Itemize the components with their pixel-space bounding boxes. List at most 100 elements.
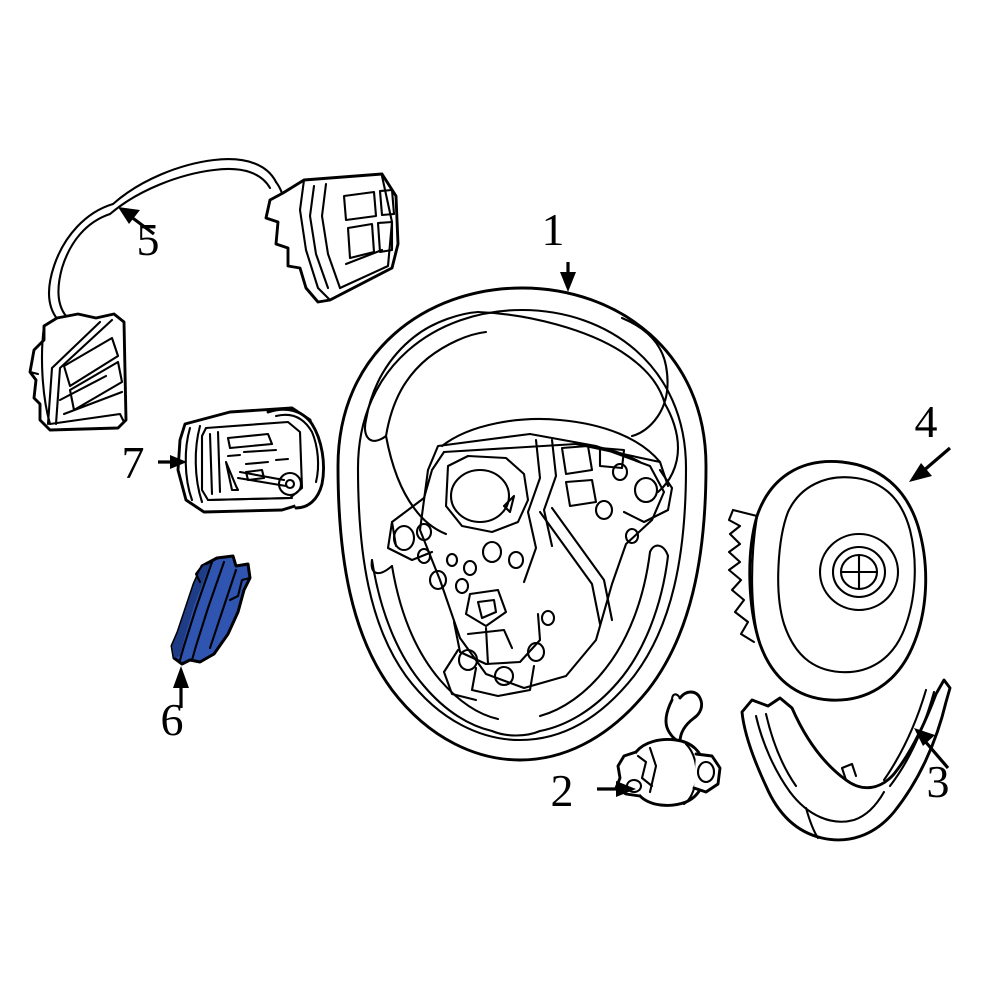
armature-lower-skirt-left xyxy=(442,648,478,702)
armature-cutout-1 xyxy=(560,444,594,476)
left-switch-button-1[interactable] xyxy=(62,336,120,388)
callout-label-1: 1 xyxy=(542,204,565,255)
part-switch-harness[interactable] xyxy=(28,158,400,432)
carrier-front-bezel-2 xyxy=(194,424,204,504)
callout-4-leader xyxy=(920,446,952,474)
slip-ring-face-detail-2 xyxy=(648,746,658,794)
slip-ring-body xyxy=(629,738,706,807)
carrier-trace-2 xyxy=(216,430,222,494)
armature-hole-mid-6 xyxy=(454,577,470,595)
armature-lower-skirt xyxy=(470,664,536,698)
right-switch-button-1[interactable] xyxy=(342,190,378,222)
harness-cable-left-descend-2 xyxy=(57,212,112,318)
paddle-ridge-2 xyxy=(190,560,226,662)
callout-3-leader xyxy=(922,738,950,770)
paddle-left-shadow xyxy=(172,564,210,658)
callout-5-leader xyxy=(129,214,155,236)
thumb-grip-lower-right-cap xyxy=(648,544,670,558)
left-switch-face-plane-2 xyxy=(54,318,114,426)
armature-lower-hole-1 xyxy=(457,648,479,672)
part-switch-carrier[interactable] xyxy=(176,406,325,514)
right-multifunction-switch[interactable] xyxy=(264,172,400,304)
armature-diagonal-web-2 xyxy=(550,506,614,622)
right-switch-rib-1 xyxy=(308,184,330,290)
airbag-mounting-clips xyxy=(727,508,759,644)
armature-outer-shell xyxy=(418,432,666,690)
slip-ring-face-detail xyxy=(636,754,654,788)
trim-cover-inner-line-right-2 xyxy=(882,688,928,782)
right-switch-body xyxy=(264,172,400,304)
harness-cable-upper xyxy=(111,158,278,206)
armature-right-hole-2 xyxy=(611,462,629,482)
trim-cover-crease xyxy=(804,806,820,840)
left-switch-seam-2 xyxy=(62,390,124,416)
rim-to-hub-sweep-left xyxy=(384,434,448,536)
part-lower-trim-cover[interactable] xyxy=(740,678,952,842)
callout-label-4: 4 xyxy=(915,396,938,447)
carrier-rear-shell-inner xyxy=(274,413,320,484)
carrier-contact-pad-2 xyxy=(224,460,240,492)
right-switch-seam xyxy=(344,248,384,266)
armature-hole-mid-1 xyxy=(481,540,503,564)
carrier-contact-pad-3 xyxy=(244,468,266,482)
armature-center-boss xyxy=(449,468,511,524)
armature-lower-hole-2 xyxy=(526,641,546,663)
part-shift-paddle-switch-highlighted[interactable] xyxy=(170,554,252,666)
trim-cover-inner-line-left xyxy=(754,714,792,794)
airbag-cover-inner-seam xyxy=(777,476,916,674)
part-slip-ring-connector[interactable] xyxy=(614,690,722,807)
armature-top-bridge xyxy=(440,417,562,448)
carrier-contact-pad-1 xyxy=(226,432,274,450)
armature-lower-rib-2 xyxy=(484,626,490,666)
callout-3-arrowhead xyxy=(914,728,935,746)
callout-1 xyxy=(560,262,576,292)
thumb-grip-upper-right xyxy=(620,316,669,438)
right-switch-button-2[interactable] xyxy=(378,188,396,217)
callout-5 xyxy=(118,207,155,236)
armature-center-web-2 xyxy=(542,438,558,548)
left-switch-bottom-edge xyxy=(48,412,126,426)
armature-lower-spoke xyxy=(452,612,542,666)
right-switch-face-edge xyxy=(338,174,394,290)
left-switch-clip xyxy=(28,370,40,376)
trim-cover-notch-mid xyxy=(840,762,858,782)
armature-lower-hole-4 xyxy=(493,665,515,687)
callout-label-5: 5 xyxy=(137,214,160,265)
thumb-grip-lower-left xyxy=(370,558,494,733)
paddle-bottom-foot xyxy=(180,658,202,666)
carrier-trace-5 xyxy=(244,460,270,466)
carrier-bottom-rail xyxy=(206,496,294,502)
right-switch-button-4[interactable] xyxy=(376,220,394,254)
carrier-trace-6 xyxy=(274,457,290,462)
armature-top-bridge-right xyxy=(558,418,662,464)
callout-label-3: 3 xyxy=(927,756,950,807)
armature-upper-bar-left xyxy=(422,450,446,500)
callout-7-arrowhead xyxy=(170,455,187,469)
thumb-grip-lower-left-inner xyxy=(390,564,500,721)
thumb-grip-upper-left xyxy=(364,310,480,422)
thumb-grip-lower-right xyxy=(538,554,670,733)
part-airbag-module[interactable] xyxy=(727,460,928,702)
thumb-grip-lower-right-inner xyxy=(538,550,652,718)
thumb-grip-upper-left-cap xyxy=(364,418,388,442)
part-steering-wheel[interactable] xyxy=(336,286,708,762)
carrier-front-bezel xyxy=(184,426,194,502)
left-switch-face-plane xyxy=(46,320,102,426)
armature-left-hole xyxy=(392,524,416,552)
callout-2 xyxy=(597,781,636,797)
left-switch-button-2[interactable] xyxy=(68,360,124,412)
callout-6 xyxy=(173,666,189,708)
armature-center-boss-frame xyxy=(444,454,530,534)
callout-label-6: 6 xyxy=(161,694,184,745)
armature-center-web xyxy=(522,438,542,584)
trim-cover-inner-line-right xyxy=(888,690,936,788)
left-multifunction-switch[interactable] xyxy=(28,312,128,432)
armature-right-hole-3 xyxy=(594,499,614,521)
callout-2-arrowhead xyxy=(616,781,636,797)
armature-lower-hole-3 xyxy=(540,609,556,627)
steering-wheel-outer-rim xyxy=(336,286,708,762)
callout-7 xyxy=(158,455,187,469)
callout-1-arrowhead xyxy=(560,272,576,292)
paddle-upper-notch xyxy=(194,564,204,584)
